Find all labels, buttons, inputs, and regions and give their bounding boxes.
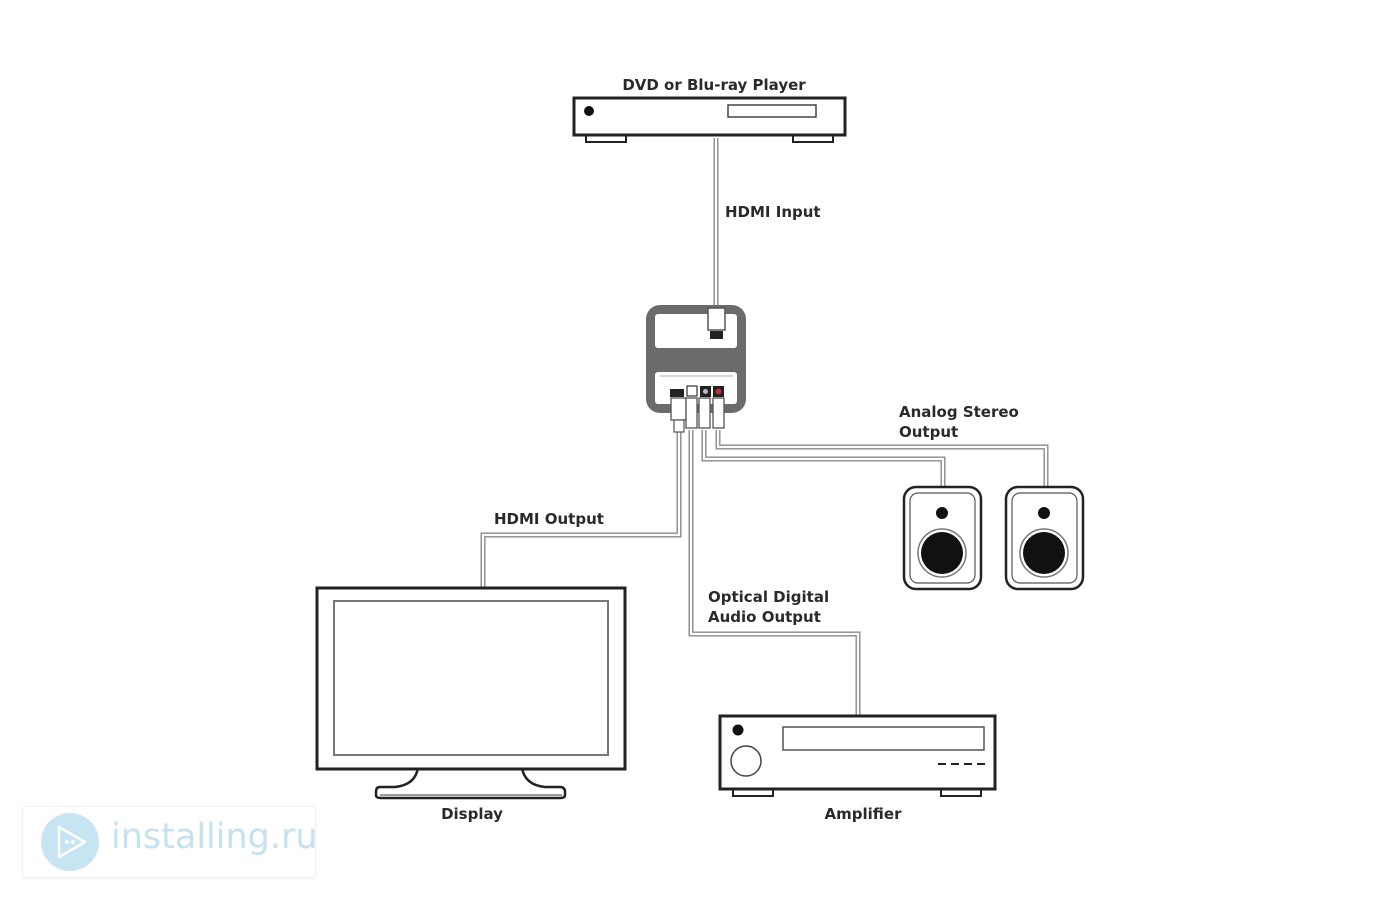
- watermark-badge: installing.ru: [22, 806, 318, 878]
- analog-left-plug-icon: [698, 397, 711, 429]
- wire-optical-output: [688, 430, 861, 716]
- optical-output-label-line2: Audio Output: [708, 608, 821, 626]
- volume-knob-icon: [730, 745, 762, 777]
- optical-port-icon: [686, 385, 698, 397]
- watermark-text: installing.ru: [111, 817, 318, 857]
- amplifier-display-panel: [782, 726, 985, 751]
- hdmi-input-port-icon: [710, 331, 723, 339]
- disc-tray-icon: [727, 104, 817, 118]
- dvd-player-label: DVD or Blu-ray Player: [622, 76, 806, 94]
- optical-plug-icon: [685, 397, 698, 429]
- analog-right-plug-icon: [712, 397, 725, 429]
- display-screen: [333, 600, 609, 756]
- display-device: [315, 586, 627, 800]
- watermark-logo-icon: [41, 813, 99, 871]
- woofer-icon: [921, 532, 963, 574]
- amplifier-label: Amplifier: [825, 805, 903, 823]
- amplifier-device: [718, 714, 997, 797]
- dvd-player-device: [572, 96, 847, 143]
- display-label: Display: [441, 805, 503, 823]
- woofer-icon: [1023, 532, 1065, 574]
- power-led-icon: [584, 106, 594, 116]
- tweeter-icon: [936, 507, 948, 519]
- analog-output-label-line2: Output: [899, 423, 958, 441]
- speaker-right: [1004, 485, 1085, 591]
- audio-extractor-device: [646, 305, 746, 433]
- optical-output-label-line1: Optical Digital: [708, 588, 829, 606]
- display-stand: [374, 766, 567, 800]
- hdmi-output-label: HDMI Output: [494, 510, 604, 528]
- hdmi-input-plug-icon: [707, 307, 726, 331]
- tweeter-icon: [1038, 507, 1050, 519]
- power-led-icon: [732, 724, 744, 736]
- analog-output-label-line1: Analog Stereo: [899, 403, 1019, 421]
- wire-hdmi-output: [480, 430, 682, 588]
- hdmi-input-label: HDMI Input: [725, 203, 821, 221]
- wire-analog-left: [701, 430, 946, 487]
- speaker-left: [902, 485, 983, 591]
- wire-analog-right: [715, 430, 1049, 487]
- hdmi-output-port-icon: [670, 389, 684, 397]
- hdmi-output-plug-icon: [670, 397, 687, 421]
